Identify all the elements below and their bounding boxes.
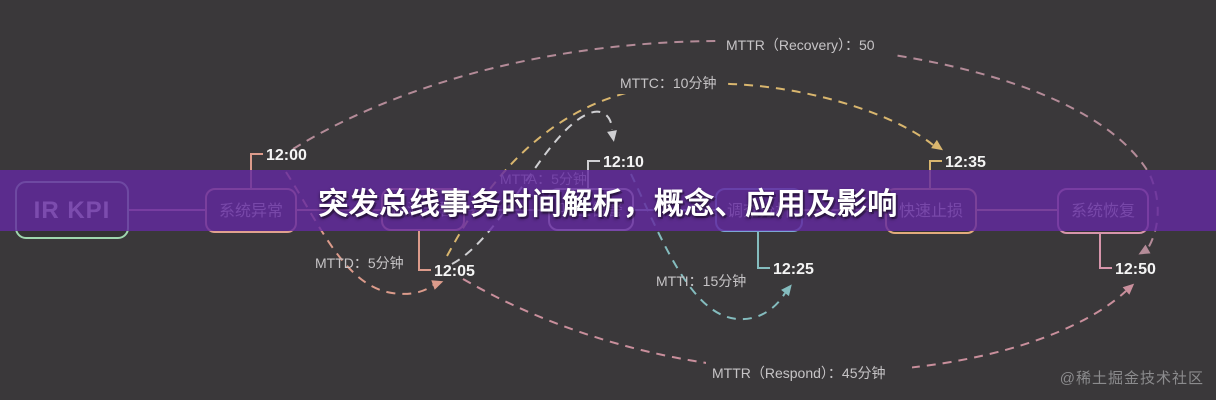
time-bracket-1205 [418,229,431,271]
mttr-recovery-label-bg [720,32,892,58]
arrowhead-mttr-respond [1122,283,1135,295]
mtti-label: MTTI：15分钟 [656,273,746,289]
mttc-label-bg [614,70,726,94]
arrowhead-mtta [607,130,617,142]
mttr-respond-arc [462,278,1127,374]
arrowhead-mttd [431,280,444,290]
time-bracket-1250 [1099,233,1112,269]
time-1225: 12:25 [773,261,814,278]
time-1235: 12:35 [945,154,986,171]
arrowhead-mtti [781,284,792,297]
time-1205: 12:05 [434,263,475,280]
mttd-arc [285,171,434,295]
time-1210: 12:10 [603,154,644,171]
mttc-label: MTTC：10分钟 [620,75,716,91]
mttr-respond-label: MTTR（Respond）：45分钟 [712,365,886,381]
arrowhead-mttr-recovery [1138,244,1151,255]
title-banner [0,170,1216,231]
time-bracket-1225 [757,231,770,269]
watermark: @稀土掘金技术社区 [1059,370,1204,387]
mttd-label: MTTD：5分钟 [315,255,404,271]
time-1200: 12:00 [266,147,307,164]
mttr-recovery-label: MTTR（Recovery）：50 [726,37,875,53]
mtta-arc [451,110,613,265]
mttr-respond-label-bg [706,360,912,384]
page-title: 突发总线事务时间解析，概念、应用及影响 [318,187,898,221]
time-1250: 12:50 [1115,261,1156,278]
arrowhead-mttc [931,139,944,151]
